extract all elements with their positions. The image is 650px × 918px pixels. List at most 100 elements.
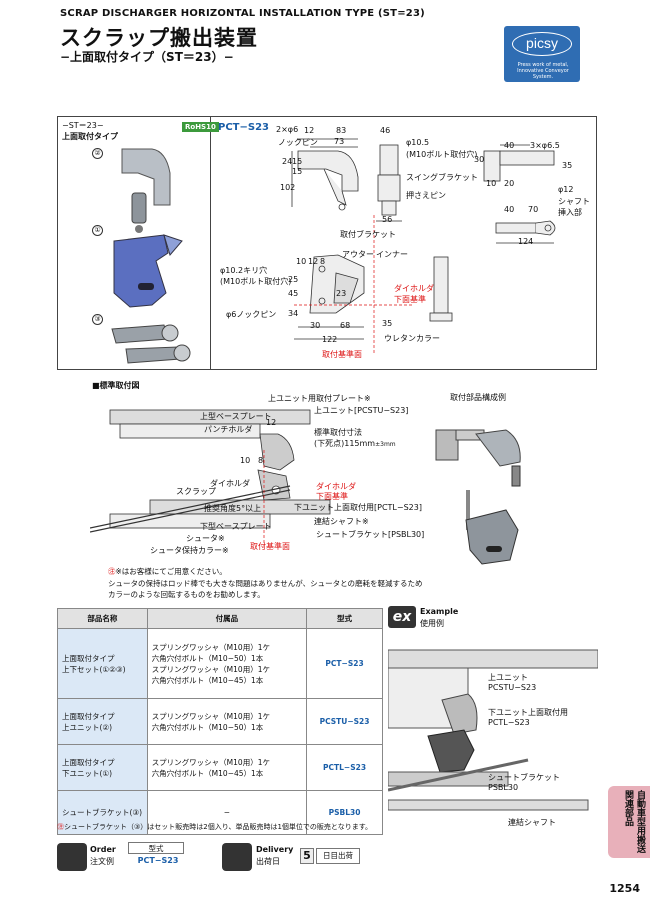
- label-outer: アウター: [342, 250, 374, 259]
- ex-label-lower-model: PCTL−S23: [488, 718, 530, 727]
- label-die-holder-ref: 下面基準: [394, 295, 426, 304]
- dim-3x65: 3×φ6.5: [530, 141, 560, 150]
- dim-15b: 15: [292, 167, 303, 176]
- dim-40a: 40: [504, 141, 515, 150]
- label-link-shaft: 連結シャフト※: [314, 517, 369, 526]
- label-mount-bracket: 取付ブラケット: [340, 230, 396, 239]
- label-shaft: シャフト: [558, 197, 590, 206]
- part-marker-2: ②: [92, 148, 103, 159]
- label-upper-base: 上型ベースプレート: [200, 412, 272, 421]
- dim-46: 46: [380, 126, 391, 135]
- label-chute-collar: シュータ保持カラー※: [150, 546, 229, 555]
- phone-icon: [57, 843, 87, 871]
- order-model: PCT−S23: [137, 856, 179, 865]
- dim-2x6: 2×φ6: [276, 125, 299, 134]
- page-number: 1254: [609, 882, 640, 895]
- dim-bolt-hole: φ10.5: [406, 138, 430, 147]
- std-mount-drawing: [90, 409, 331, 550]
- dim-bolt-hole-note: (M10ボルト取付穴): [406, 150, 478, 159]
- label-angle: 推奨角度5°以上: [204, 504, 262, 513]
- category-side-tab[interactable]: 自動車型用搬送関連部品: [608, 786, 650, 858]
- delivery-en: Delivery: [256, 845, 294, 854]
- model-title: PCT−S23: [218, 122, 269, 133]
- label-die-holder-std: ダイホルダ: [316, 482, 356, 491]
- label-mount-ref: 取付基準面: [322, 350, 362, 359]
- dim-124: 124: [518, 237, 534, 246]
- ex-label-upper-unit: 上ユニット: [488, 673, 528, 682]
- table-row: シュートブラケット(③) − PSBL30: [57, 790, 383, 835]
- dim-30b: 30: [310, 321, 321, 330]
- col-header-name: 部品名称: [57, 608, 148, 629]
- table-row: 上面取付タイプ下ユニット(①) スプリングワッシャ（M10用）1ケ六角穴付ボルト…: [57, 744, 383, 791]
- order-jp: 注文例: [90, 857, 114, 866]
- label-die-holder: ダイホルダ: [394, 284, 434, 293]
- delivery-jp: 出荷日: [256, 857, 280, 866]
- label-press-pin: 押さえピン: [406, 191, 446, 200]
- ex-label-shaft: 連結シャフト: [508, 818, 556, 827]
- ex-label-upper-model: PCSTU−S23: [488, 683, 537, 692]
- dim-12b: 12: [308, 257, 319, 266]
- delivery-unit: 日目出荷: [316, 848, 360, 864]
- std-mount-title: ■標準取付図: [92, 381, 140, 390]
- dim-23: 23: [336, 289, 347, 298]
- table-row: 上面取付タイプ上下セット(①②③) スプリングワッシャ（M10用）1ケ六角穴付ボ…: [57, 628, 383, 699]
- example-badge: ex: [388, 606, 416, 628]
- dim-24: 24: [282, 157, 293, 166]
- parts-config-title: 取付部品構成例: [450, 393, 506, 402]
- label-drill-hole: φ10.2キリ穴: [220, 266, 268, 275]
- label-knock-pin: ノックピン: [278, 138, 318, 147]
- table-header-row: 部品名称 付属品 型式: [57, 608, 383, 629]
- dim-12: 12: [304, 126, 315, 135]
- logo-tagline-2: Innovative Conveyor System.: [517, 68, 569, 80]
- dim-12-phi: φ12: [558, 185, 574, 194]
- dim-30: 30: [474, 155, 485, 164]
- dim-20: 20: [504, 179, 515, 188]
- dim-12-std: 12: [266, 418, 277, 427]
- dim-40b: 40: [504, 205, 515, 214]
- part-marker-3: ③: [92, 314, 103, 325]
- dim-45: 45: [288, 289, 299, 298]
- label-std-dim-2: (下死点)115mm±3mm: [314, 439, 396, 448]
- dim-68: 68: [340, 321, 351, 330]
- note-2: シュータの保持はロッド棒でも大きな問題はありませんが、シュータとの磨耗を軽減する…: [108, 579, 423, 588]
- parts-table: 部品名称 付属品 型式 上面取付タイプ上下セット(①②③) スプリングワッシャ（…: [57, 608, 383, 835]
- ex-label-lower-mount: 下ユニット上面取付用: [488, 708, 568, 717]
- order-type-label: 型式: [128, 842, 184, 854]
- label-scrap: スクラップ: [176, 487, 216, 496]
- logo-name: picsy: [512, 32, 572, 56]
- order-en: Order: [90, 845, 116, 854]
- part-marker-1: ①: [92, 225, 103, 236]
- delivery-days: 5: [300, 848, 314, 864]
- label-chute-bracket: シュートブラケット[PSBL30]: [316, 530, 425, 539]
- example-title-jp: 使用例: [420, 619, 444, 628]
- label-die-holder-ref-std: 下面基準: [316, 492, 348, 501]
- label-chute: シュータ※: [186, 534, 225, 543]
- label-drill-hole-note: (M10ボルト取付穴): [220, 277, 292, 286]
- label-upper-unit: 上ユニット[PCSTU−S23]: [314, 406, 409, 415]
- dim-10b: 10: [296, 257, 307, 266]
- label-urethane-collar: ウレタンカラー: [384, 334, 440, 343]
- truck-icon: [222, 843, 252, 871]
- dim-10-std: 10: [240, 456, 251, 465]
- example-image: [388, 649, 598, 811]
- label-die-holder-b: ダイホルダ: [210, 479, 250, 488]
- dim-35b: 35: [382, 319, 393, 328]
- label-punch-holder: パンチホルダ: [204, 425, 253, 434]
- title-english: SCRAP DISCHARGER HORIZONTAL INSTALLATION…: [60, 8, 425, 19]
- dim-70: 70: [528, 205, 539, 214]
- dim-34: 34: [288, 309, 299, 318]
- dim-102: 102: [280, 183, 296, 192]
- ex-label-chute: シュートブラケット: [488, 773, 560, 782]
- product-photos: [111, 148, 191, 364]
- parts-config-image: [435, 429, 521, 565]
- dim-56: 56: [382, 215, 393, 224]
- type-label: 上面取付タイプ: [62, 132, 118, 141]
- label-std-dim: 標準取付寸法: [314, 428, 362, 437]
- ex-label-chute-model: PSBL30: [488, 783, 519, 792]
- box-divider: [210, 117, 211, 369]
- note-3: カラーのような回転するものをお勧めします。: [108, 590, 265, 599]
- dim-83: 83: [336, 126, 347, 135]
- label-knock-pin-6: φ6ノックピン: [226, 310, 277, 319]
- col-header-accessories: 付属品: [146, 608, 308, 629]
- dim-35: 35: [562, 161, 573, 170]
